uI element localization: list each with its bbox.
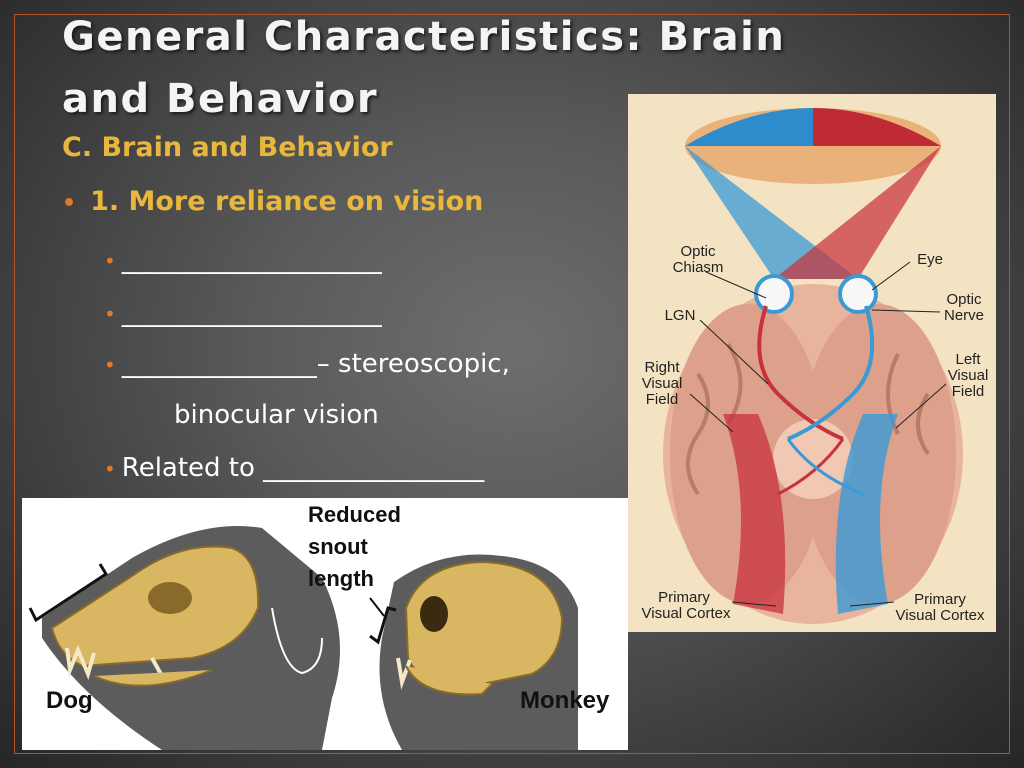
related-line: •Related to _________________ — [104, 453, 484, 483]
label-optic-2: Optic — [946, 291, 982, 308]
bullet-dot: • — [104, 457, 116, 481]
blank-line-3: •_______________– stereoscopic, — [104, 349, 510, 379]
bullet-dot: • — [104, 249, 116, 273]
label-optic: Optic — [680, 243, 716, 260]
slide-frame — [14, 14, 1010, 754]
bullet-dot: • — [104, 302, 116, 326]
skull-comparison-image: Reduced snout length Dog Monkey — [22, 498, 628, 750]
label-field: Field — [646, 391, 679, 408]
label-lgn: LGN — [665, 307, 696, 324]
label-eye: Eye — [917, 251, 943, 268]
label-chiasm: Chiasm — [673, 259, 724, 276]
label-field-2: Field — [952, 383, 985, 400]
label-right: Right — [644, 359, 680, 376]
blank-1-text: ____________________ — [121, 245, 382, 275]
related-text: Related to _________________ — [121, 453, 485, 483]
label-dog: Dog — [46, 687, 93, 714]
blank-3-text: _______________– stereoscopic, — [121, 349, 510, 379]
label-visual: Visual — [642, 375, 683, 392]
label-snout: snout — [308, 534, 369, 559]
bullet-dot: • — [62, 191, 77, 216]
label-monkey: Monkey — [520, 687, 610, 714]
bullet-1: • 1. More reliance on vision — [62, 186, 483, 217]
label-cortex-right: Visual Cortex — [896, 607, 985, 624]
slide-title: General Characteristics: Brain and Behav… — [62, 14, 786, 122]
label-visual-2: Visual — [948, 367, 989, 384]
bullet-1-text: 1. More reliance on vision — [90, 186, 484, 217]
blank-line-2: •____________________ — [104, 298, 382, 328]
label-reduced: Reduced — [308, 502, 401, 527]
brain-visual-pathway-image: Optic Chiasm Eye Optic Nerve LGN Right V… — [628, 94, 996, 632]
bullet-dot: • — [104, 353, 116, 377]
blank-line-1: •____________________ — [104, 245, 382, 275]
label-nerve: Nerve — [944, 307, 984, 324]
label-length: length — [308, 566, 374, 591]
label-cortex-left: Visual Cortex — [642, 605, 731, 622]
blank-2-text: ____________________ — [121, 298, 382, 328]
blank-3-continued: binocular vision — [174, 400, 379, 430]
label-primary-left: Primary — [658, 589, 710, 606]
label-primary-right: Primary — [914, 591, 966, 608]
label-left: Left — [955, 351, 981, 368]
section-heading: C. Brain and Behavior — [62, 132, 393, 163]
